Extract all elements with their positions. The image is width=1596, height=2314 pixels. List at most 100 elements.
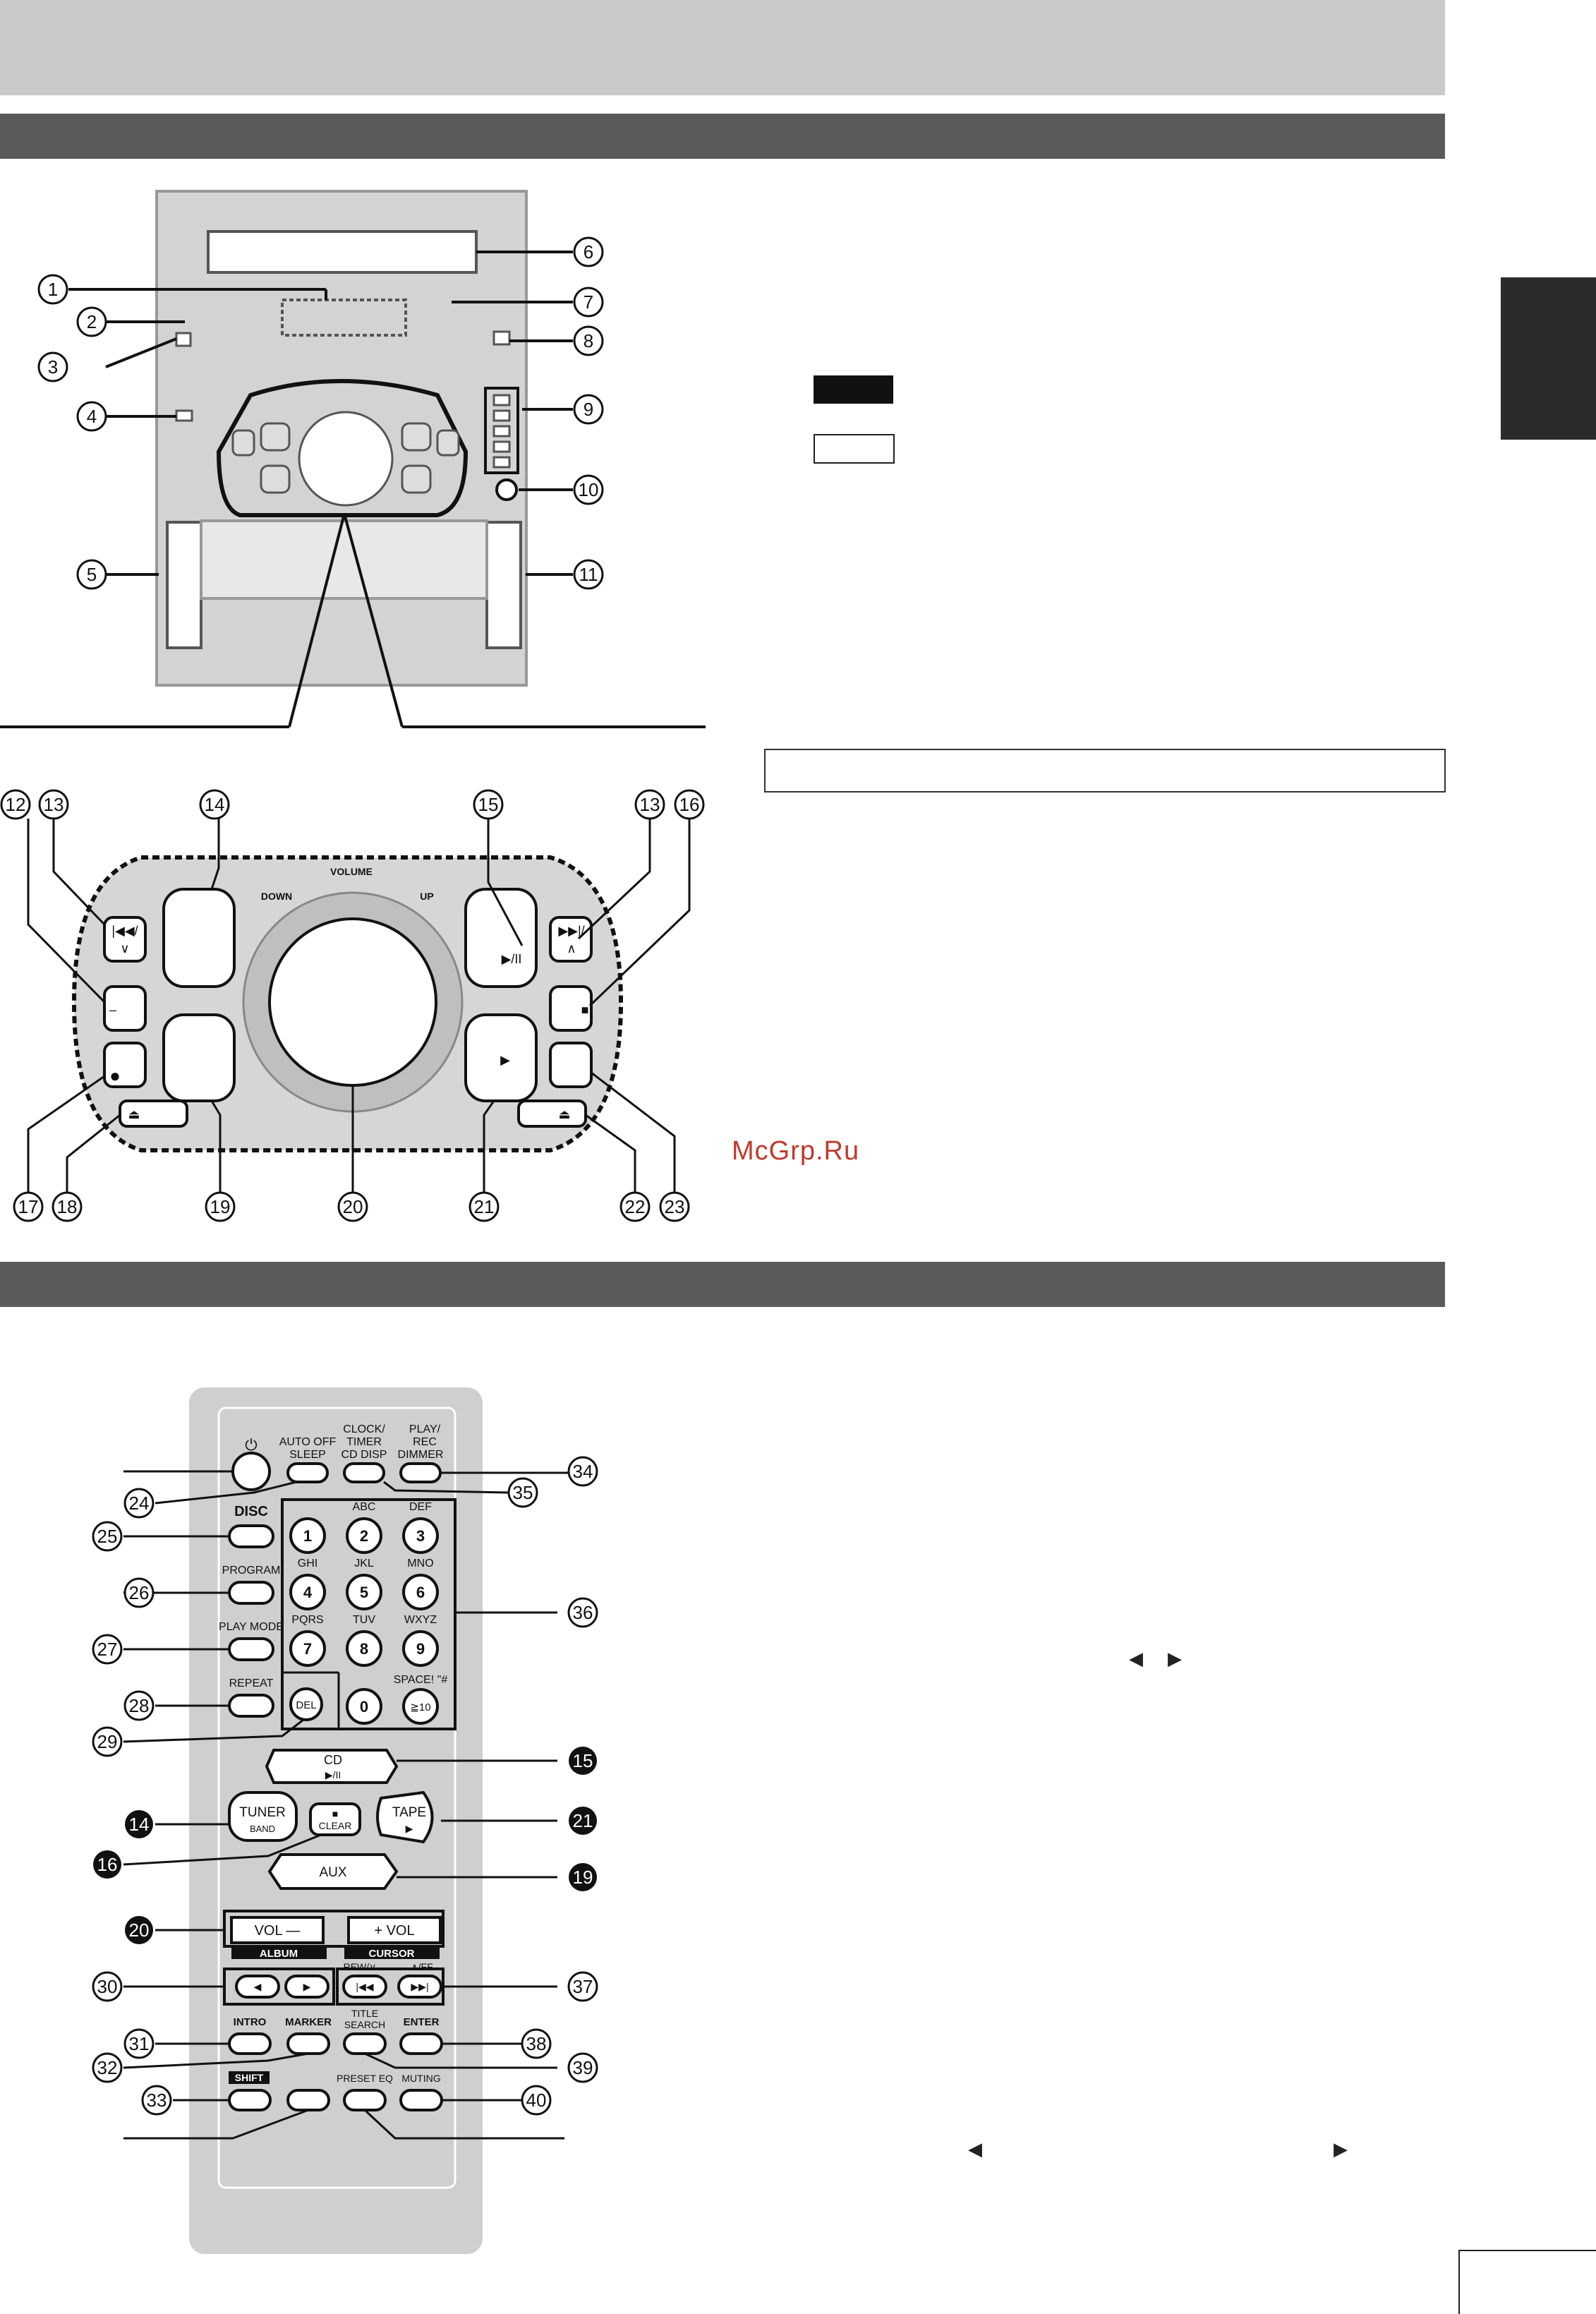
legend-white-swatch <box>814 434 895 464</box>
panel-button-13-left <box>103 916 147 963</box>
play-icon: ▶ <box>500 1053 510 1067</box>
callout-39: 39 <box>567 2052 598 2083</box>
remote-key-9: 9 <box>416 1640 425 1658</box>
svg-text:8: 8 <box>584 330 593 351</box>
stop-icon: ■ <box>581 1003 589 1017</box>
svg-text:5: 5 <box>87 564 97 585</box>
power-icon: ⏻ <box>245 1436 257 1454</box>
remote-tape-play-icon: ▶ <box>406 1823 413 1834</box>
callout-6: 6 <box>573 236 604 267</box>
remote-vol-minus-label: VOL — <box>255 1923 301 1939</box>
svg-text:19: 19 <box>210 1196 231 1217</box>
panel-button-21 <box>464 1013 538 1102</box>
remote-cursor-label: CURSOR <box>368 1948 414 1960</box>
svg-text:17: 17 <box>18 1196 39 1217</box>
callout-12: 12 <box>0 789 31 820</box>
remote-sleep-button <box>286 1462 329 1483</box>
remote-rew-button <box>342 1975 387 1999</box>
svg-text:25: 25 <box>97 1526 118 1547</box>
svg-text:15: 15 <box>478 794 499 815</box>
album-down-icon: ◀ <box>254 1981 262 1992</box>
right-cursor-glyph-2: ▶ <box>1334 2138 1348 2159</box>
svg-text:28: 28 <box>129 1695 150 1716</box>
remote-repeat-label: REPEAT <box>229 1677 274 1689</box>
svg-text:31: 31 <box>129 2033 150 2054</box>
svg-text:3: 3 <box>48 356 58 378</box>
callout-19-remote: 19 <box>569 1863 597 1891</box>
callout-33: 33 <box>141 2085 172 2116</box>
svg-text:23: 23 <box>665 1196 685 1217</box>
callout-27: 27 <box>92 1634 123 1665</box>
svg-text:32: 32 <box>97 2057 118 2078</box>
panel-button-15 <box>464 888 538 988</box>
remote-tape-label: TAPE <box>392 1805 426 1820</box>
callout-34: 34 <box>567 1456 598 1487</box>
svg-text:7: 7 <box>584 291 593 313</box>
remote-ghi-label: GHI <box>298 1557 318 1569</box>
panel-button-16 <box>549 985 593 1032</box>
svg-text:19: 19 <box>573 1867 593 1888</box>
callout-2: 2 <box>76 306 107 337</box>
remote-play-mode-label: PLAY MODE <box>219 1621 284 1633</box>
callout-30: 30 <box>92 1971 123 2002</box>
callout-18: 18 <box>52 1191 83 1222</box>
svg-text:18: 18 <box>57 1196 78 1217</box>
remote-key-10: ≧10 <box>410 1701 430 1713</box>
remote-vol-plus-button <box>347 1916 442 1944</box>
callout-5: 5 <box>76 559 107 590</box>
remote-rew-label: REW/∨ <box>344 1961 377 1972</box>
remote-key-8: 8 <box>360 1640 368 1658</box>
callout-11: 11 <box>573 559 604 590</box>
remote-ff-label: ∧/FF <box>411 1961 433 1972</box>
callout-32: 32 <box>92 2052 123 2083</box>
svg-text:13: 13 <box>44 794 64 815</box>
callout-14-remote: 14 <box>125 1810 153 1838</box>
remote-marker-label: MARKER <box>285 2016 332 2028</box>
callout-36: 36 <box>567 1597 598 1628</box>
side-tab <box>1501 277 1596 440</box>
up-icon: ∧ <box>567 941 576 956</box>
remote-key-3: 3 <box>416 1527 425 1545</box>
up-label: UP <box>420 891 433 902</box>
panel-button-19 <box>162 1013 236 1102</box>
left-cursor-glyph: ◀ <box>1129 1648 1143 1669</box>
remote-0-button <box>346 1688 382 1725</box>
remote-vol-minus-button <box>230 1916 325 1944</box>
svg-text:4: 4 <box>87 406 97 427</box>
svg-text:10: 10 <box>579 479 599 500</box>
svg-text:14: 14 <box>129 1814 150 1835</box>
callout-26: 26 <box>123 1577 155 1608</box>
remote-cd-disp-label: CD DISP <box>341 1449 387 1461</box>
svg-text:24: 24 <box>129 1493 150 1514</box>
remote-cd-disp-button <box>343 1462 385 1483</box>
remote-play-label: PLAY/ <box>409 1423 441 1435</box>
down-label: DOWN <box>261 891 292 902</box>
prev-icon: |◀◀/ <box>111 924 138 938</box>
callout-3: 3 <box>37 351 68 382</box>
remote-program-label: PROGRAM <box>222 1565 281 1577</box>
remote-rec-label: REC <box>413 1436 437 1448</box>
svg-text:13: 13 <box>640 794 660 815</box>
callout-28: 28 <box>123 1690 155 1721</box>
svg-text:15: 15 <box>573 1750 593 1771</box>
callout-20-remote: 20 <box>125 1916 153 1944</box>
remote-key-2: 2 <box>360 1527 368 1545</box>
remote-album-label: ALBUM <box>260 1948 298 1960</box>
svg-text:30: 30 <box>97 1976 118 1997</box>
svg-text:40: 40 <box>526 2090 547 2111</box>
callout-16-remote: 16 <box>93 1850 121 1879</box>
remote-album-up-button <box>284 1975 330 1999</box>
callout-8: 8 <box>573 325 604 356</box>
callout-14: 14 <box>199 789 230 820</box>
remote-clear-label: CLEAR <box>319 1820 352 1831</box>
remote-key-7: 7 <box>303 1640 312 1658</box>
remote-album-down-button <box>235 1975 280 1999</box>
callout-10: 10 <box>573 474 604 505</box>
remote-aux-label: AUX <box>319 1865 346 1880</box>
callout-31: 31 <box>123 2028 155 2059</box>
remote-key-4: 4 <box>303 1584 313 1601</box>
callout-13-left: 13 <box>38 789 69 820</box>
remote-auto-off-label: AUTO OFF <box>279 1436 337 1448</box>
remote-jkl-label: JKL <box>354 1557 374 1569</box>
